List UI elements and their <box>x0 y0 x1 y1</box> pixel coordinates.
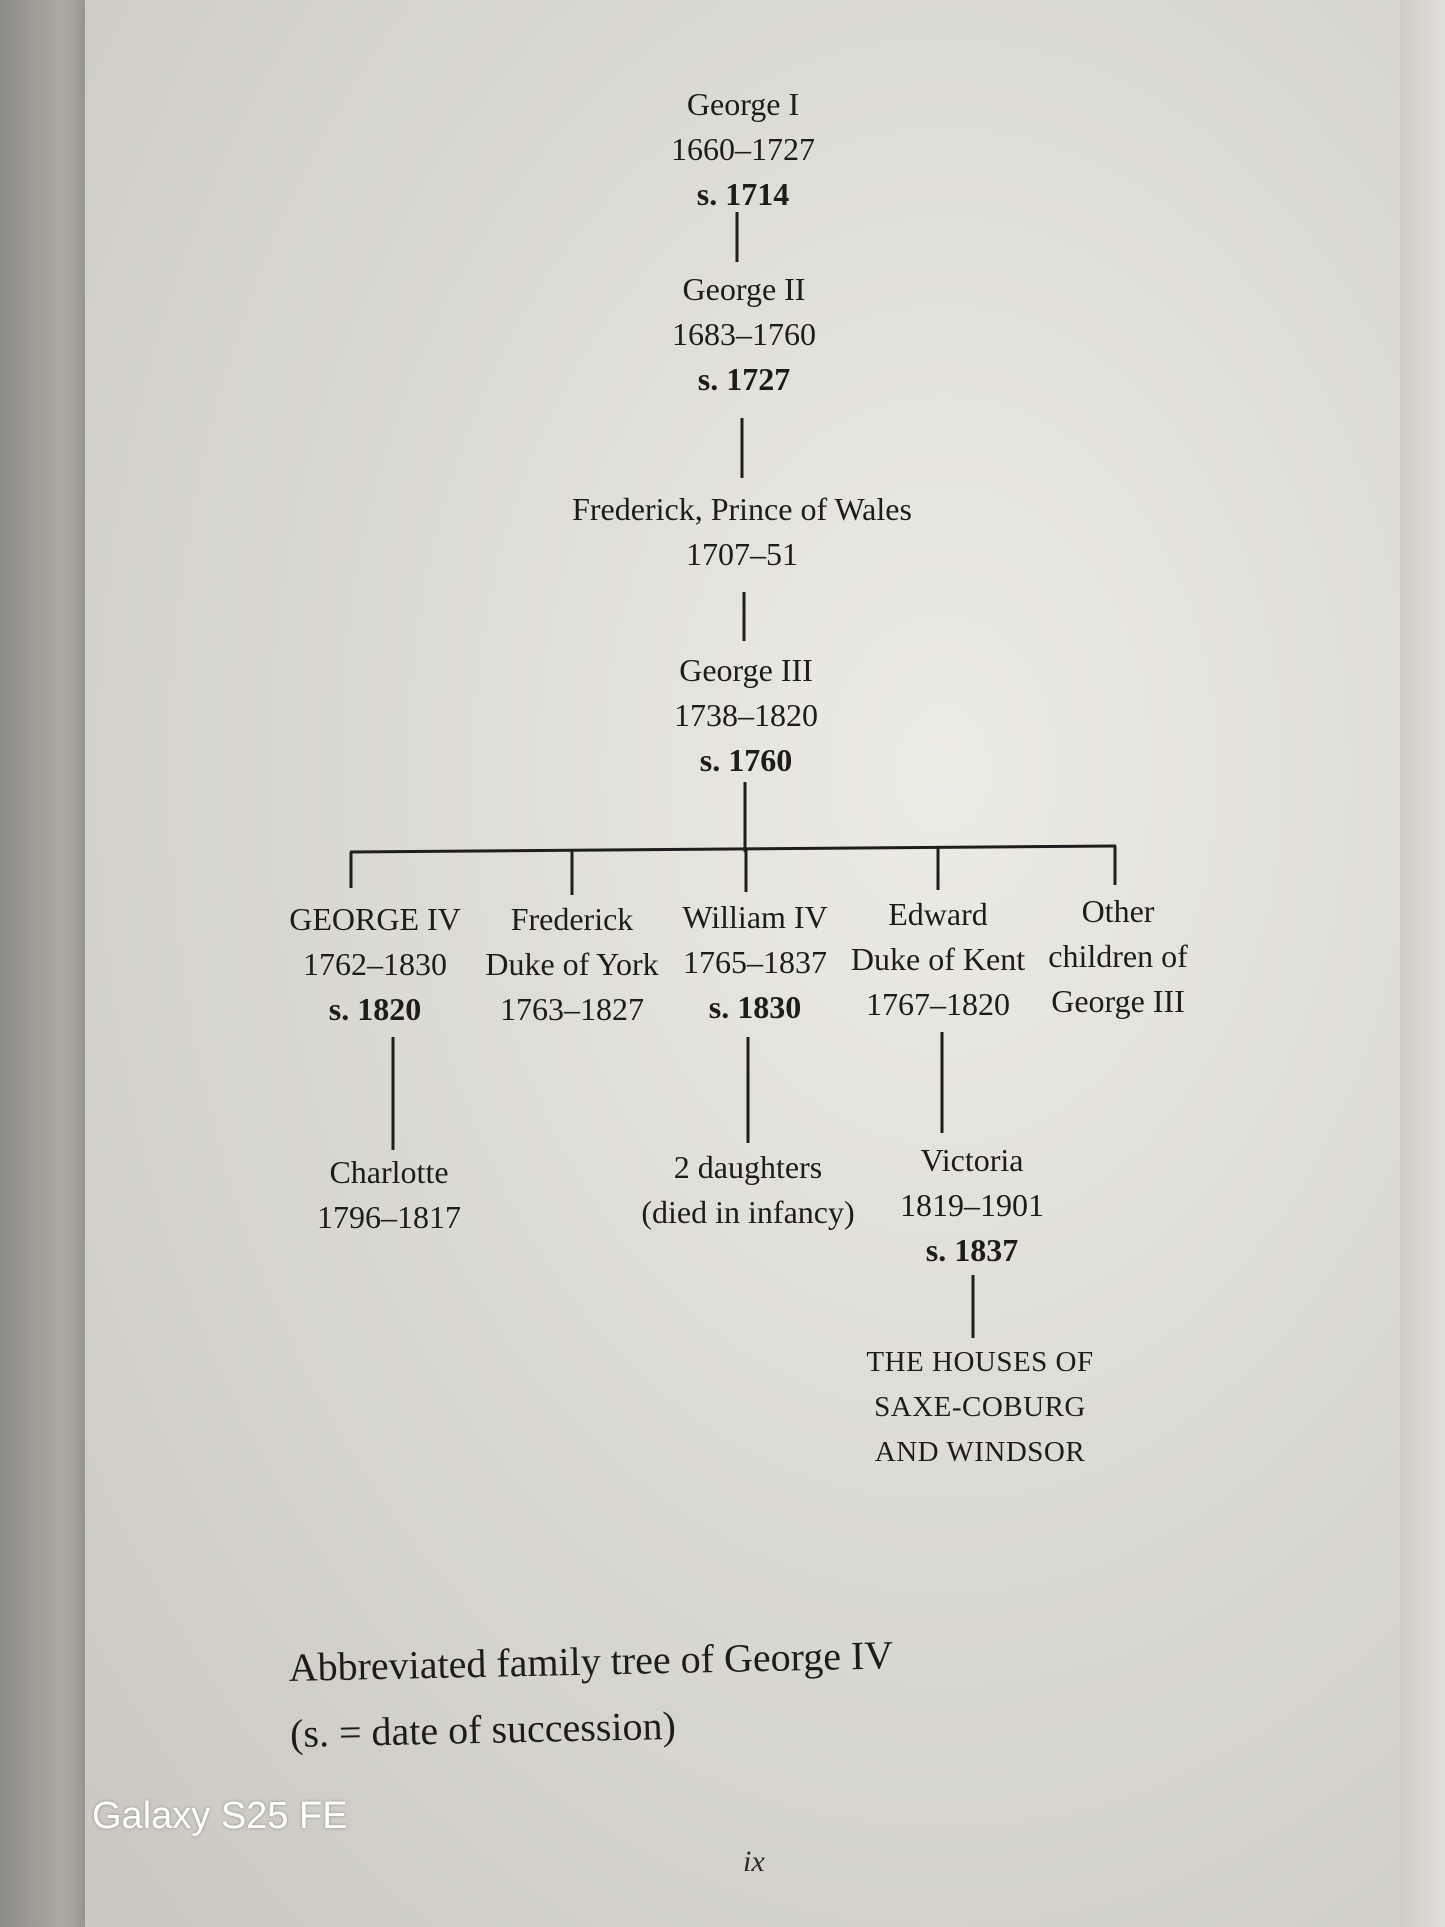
george-iii-dates: 1738–1820 <box>674 697 818 733</box>
tree-node-frederick-prince-of-wales: Frederick, Prince of Wales 1707–51 <box>572 487 912 577</box>
edward-kent-name: Edward <box>888 896 988 932</box>
connector-children-bar <box>349 844 1117 854</box>
tree-node-frederick-duke-of-york: Frederick Duke of York 1763–1827 <box>485 897 658 1032</box>
george-iv-dates: 1762–1830 <box>303 946 447 982</box>
george-ii-succession: s. 1727 <box>697 361 791 397</box>
william-iv-name: William IV <box>682 899 828 935</box>
other-children-line3: George III <box>1051 983 1185 1019</box>
charlotte-name: Charlotte <box>329 1154 449 1190</box>
caption-title: Abbreviated family tree of George IV <box>288 1632 894 1690</box>
tree-node-george-iv: GEORGE IV 1762–1830 s. 1820 <box>289 897 461 1032</box>
tree-node-other-children: Other children of George III <box>1048 889 1188 1024</box>
figure-caption: Abbreviated family tree of George IV (s.… <box>288 1622 895 1767</box>
paper-sheet <box>85 0 1405 1927</box>
victoria-dates: 1819–1901 <box>900 1187 1044 1223</box>
houses-line3: AND WINDSOR <box>874 1436 1086 1468</box>
page-number: ix <box>743 1845 765 1878</box>
victoria-name: Victoria <box>920 1142 1024 1178</box>
edward-kent-dates: 1767–1820 <box>865 986 1010 1022</box>
frederick-wales-dates: 1707–51 <box>685 536 798 572</box>
frederick-wales-name: Frederick, Prince of Wales <box>572 491 912 527</box>
george-ii-dates: 1683–1760 <box>672 316 816 352</box>
george-i-dates: 1660–1727 <box>671 131 815 167</box>
daughters-label: 2 daughters <box>673 1149 823 1185</box>
frederick-york-name: Frederick <box>510 901 634 937</box>
daughters-note: (died in infancy) <box>641 1194 855 1230</box>
frederick-york-dates: 1763–1827 <box>500 991 644 1027</box>
tree-node-george-i: George I 1660–1727 s. 1714 <box>671 82 815 217</box>
george-iii-name: George III <box>679 652 813 688</box>
george-iv-name: GEORGE IV <box>289 901 461 937</box>
george-i-succession: s. 1714 <box>696 176 790 212</box>
tree-node-houses: THE HOUSES OF SAXE-COBURG AND WINDSOR <box>866 1340 1093 1475</box>
tree-node-george-ii: George II 1683–1760 s. 1727 <box>672 267 816 402</box>
tree-node-two-daughters: 2 daughters (died in infancy) <box>641 1145 854 1235</box>
charlotte-dates: 1796–1817 <box>317 1199 461 1235</box>
page-left-shadow <box>0 0 95 1927</box>
frederick-york-title: Duke of York <box>485 946 659 982</box>
page-right-edge <box>1400 0 1445 1927</box>
houses-line1: THE HOUSES OF <box>866 1346 1094 1378</box>
william-iv-succession: s. 1830 <box>708 989 802 1025</box>
george-iv-succession: s. 1820 <box>328 991 422 1027</box>
william-iv-dates: 1765–1837 <box>683 944 827 980</box>
george-iii-succession: s. 1760 <box>699 742 793 778</box>
camera-watermark: Galaxy S25 FE <box>92 1795 348 1837</box>
george-ii-name: George II <box>682 271 806 307</box>
houses-line2: SAXE-COBURG <box>874 1391 1086 1423</box>
tree-node-edward-duke-of-kent: Edward Duke of Kent 1767–1820 <box>851 892 1025 1027</box>
other-children-line1: Other <box>1081 893 1155 929</box>
other-children-line2: children of <box>1048 938 1188 974</box>
george-i-name: George I <box>686 86 800 122</box>
tree-node-george-iii: George III 1738–1820 s. 1760 <box>674 648 818 783</box>
edward-kent-title: Duke of Kent <box>850 941 1026 977</box>
caption-legend: (s. = date of succession) <box>289 1702 677 1756</box>
tree-node-victoria: Victoria 1819–1901 s. 1837 <box>900 1138 1044 1273</box>
victoria-succession: s. 1837 <box>925 1232 1019 1268</box>
tree-node-charlotte: Charlotte 1796–1817 <box>317 1150 461 1240</box>
tree-node-william-iv: William IV 1765–1837 s. 1830 <box>682 895 827 1030</box>
